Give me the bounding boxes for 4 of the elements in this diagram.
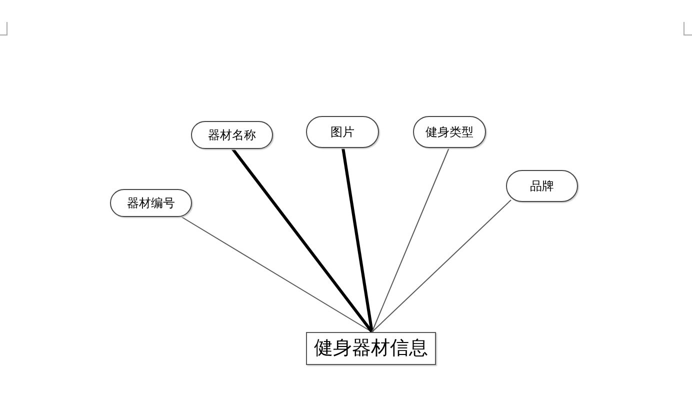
connector-line bbox=[372, 148, 450, 332]
connector-line bbox=[342, 148, 374, 332]
entity-box: 健身器材信息 bbox=[306, 332, 436, 365]
connector-line bbox=[372, 200, 512, 332]
